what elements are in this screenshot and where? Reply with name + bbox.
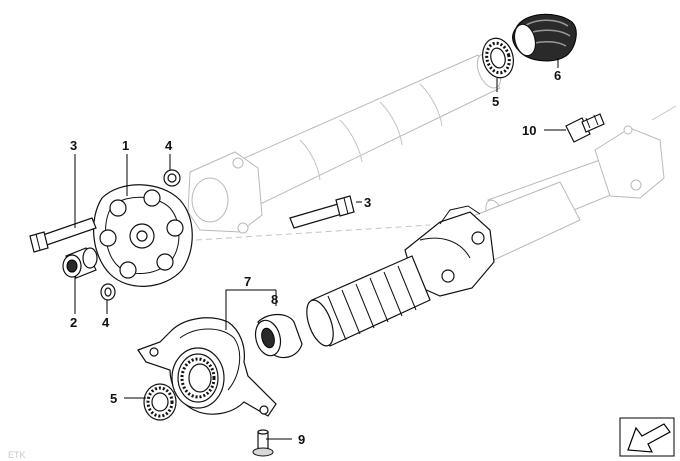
callout-10: 10 xyxy=(522,123,536,138)
watermark: ETK xyxy=(8,450,26,460)
callout-1: 1 xyxy=(122,138,129,153)
flange-bolt xyxy=(565,113,605,143)
groove-ball-bearing xyxy=(254,313,303,359)
callout-3-left: 3 xyxy=(70,138,77,153)
callouts: 1 3 4 2 4 3 5 6 10 7 8 5 9 xyxy=(70,68,561,447)
callout-5-top: 5 xyxy=(492,94,499,109)
bolt-left xyxy=(29,217,97,253)
callout-4-bottom: 4 xyxy=(102,315,110,330)
bolt-right xyxy=(289,195,355,229)
front-shaft-assembly xyxy=(306,181,581,347)
boot-part xyxy=(512,13,577,62)
leader-lines xyxy=(74,58,566,440)
flex-disc xyxy=(92,184,193,287)
callout-7: 7 xyxy=(244,274,251,289)
callout-9: 9 xyxy=(298,432,305,447)
nut-bottom xyxy=(100,283,116,301)
centering-sleeve xyxy=(62,247,98,279)
center-bearing xyxy=(137,317,277,417)
needle-bearing-top xyxy=(482,37,514,79)
arrow-down-left-icon xyxy=(619,417,675,457)
callout-3-right: 3 xyxy=(364,195,371,210)
driveshaft-ghost-outline xyxy=(114,53,677,263)
callout-4-top: 4 xyxy=(165,138,173,153)
callout-5-bottom: 5 xyxy=(110,391,117,406)
callout-6: 6 xyxy=(554,68,561,83)
callout-2: 2 xyxy=(70,315,77,330)
needle-bearing-bottom xyxy=(143,383,177,421)
nut-top xyxy=(163,169,181,187)
support-bolt xyxy=(252,429,274,457)
callout-8: 8 xyxy=(271,292,278,307)
